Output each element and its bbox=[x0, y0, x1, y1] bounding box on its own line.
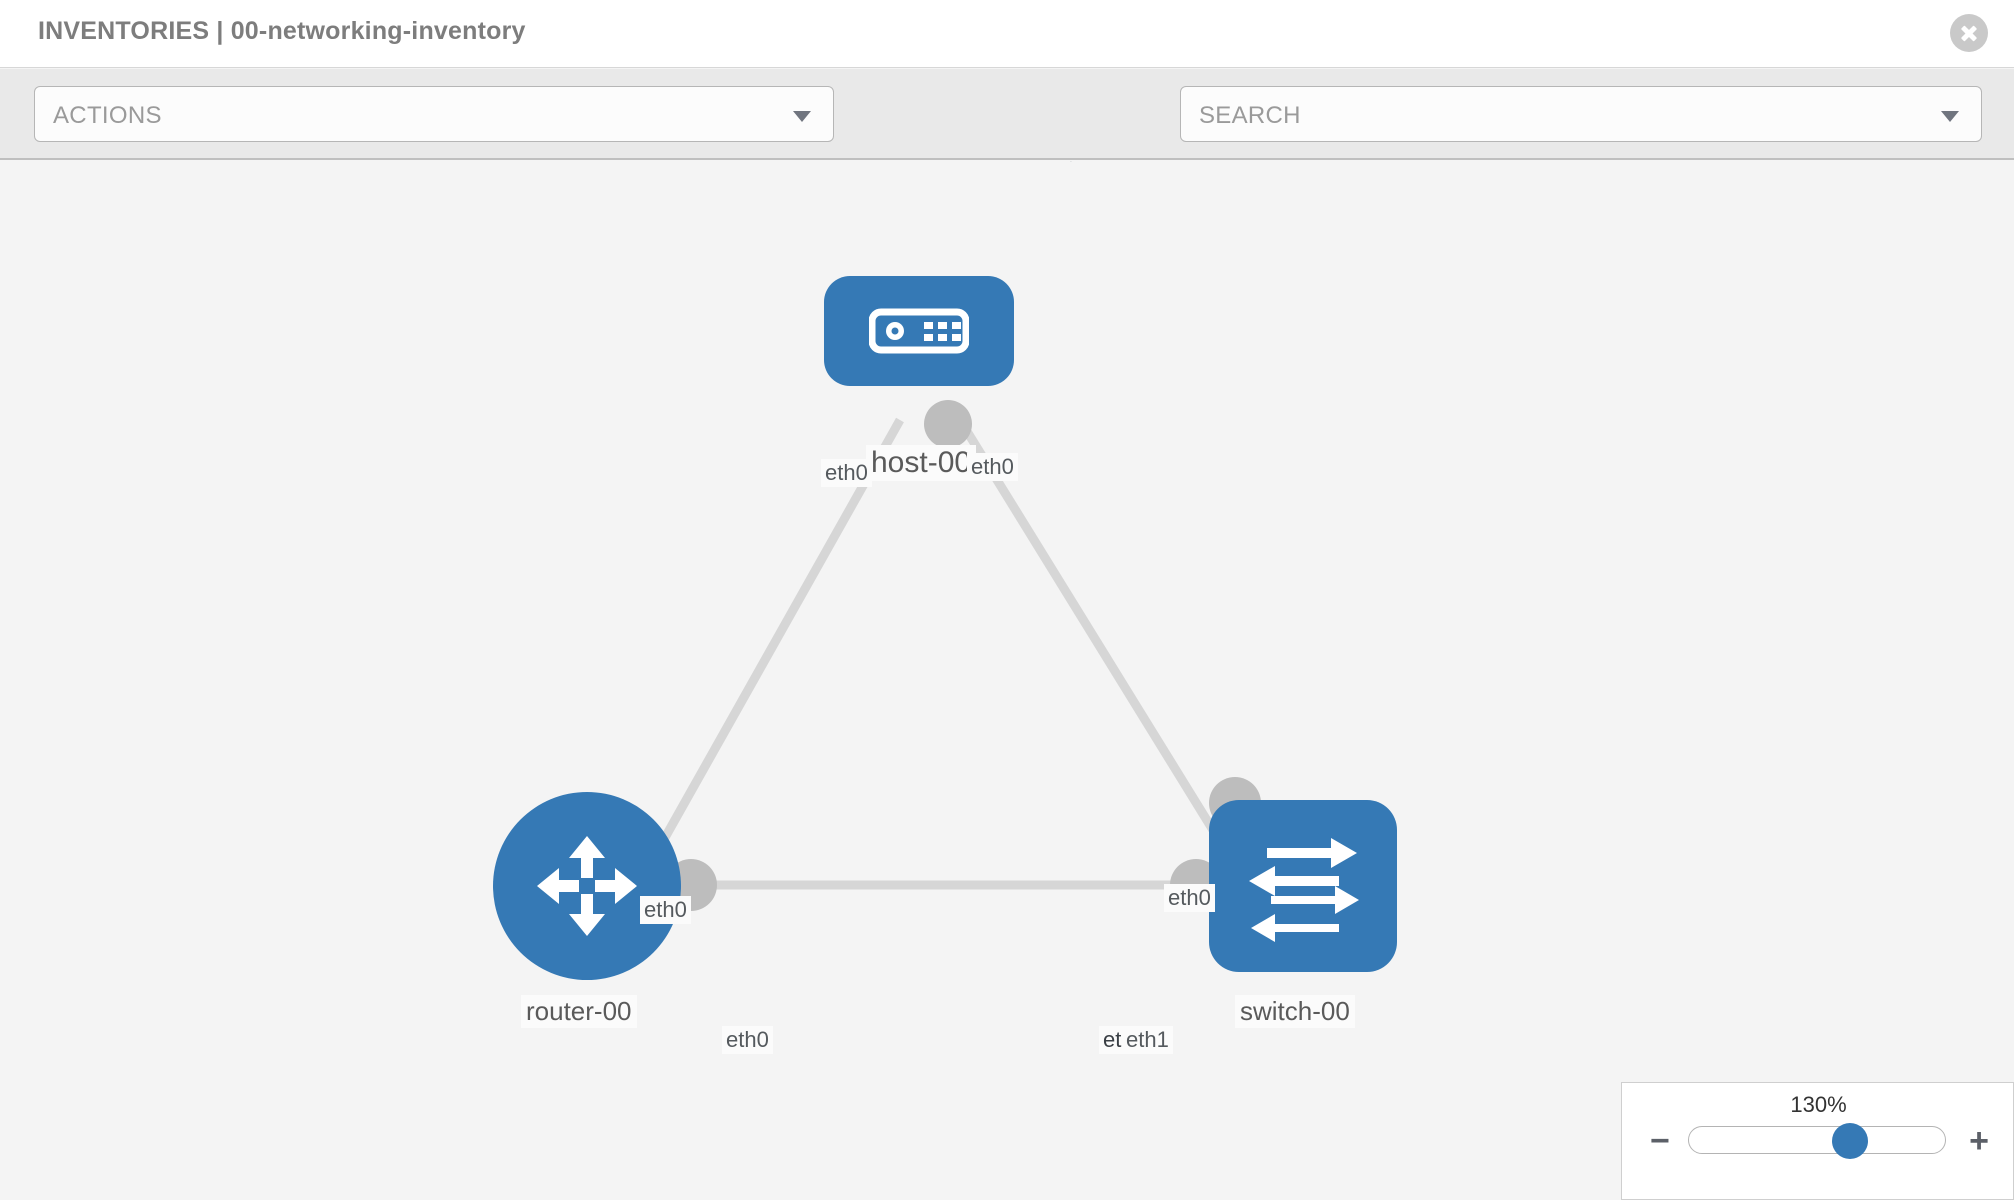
zoom-slider-track[interactable] bbox=[1688, 1123, 1946, 1159]
node-router-00[interactable] bbox=[493, 792, 681, 980]
edge-label-switch-left-front: eth1 bbox=[1122, 1026, 1173, 1054]
topology-links bbox=[636, 417, 1249, 890]
close-icon[interactable] bbox=[1950, 14, 1988, 52]
node-router-00-shape[interactable] bbox=[493, 792, 681, 980]
zoom-slider-thumb[interactable] bbox=[1832, 1123, 1868, 1159]
server-icon bbox=[869, 308, 969, 354]
zoom-percent-label: 130% bbox=[1790, 1092, 1847, 1117]
page-header: INVENTORIES | 00-networking-inventory bbox=[0, 0, 2014, 68]
node-host-00-shape[interactable] bbox=[824, 276, 1014, 386]
actions-dropdown[interactable]: ACTIONS bbox=[34, 86, 834, 142]
node-switch-00-shape[interactable] bbox=[1209, 800, 1397, 972]
actions-dropdown-label: ACTIONS bbox=[53, 102, 162, 129]
node-host-00-label: host-00 bbox=[866, 445, 977, 481]
link-host-router bbox=[636, 417, 904, 885]
edge-label-router-up: eth0 bbox=[640, 896, 691, 924]
router-arrows-icon bbox=[537, 836, 637, 936]
node-host-00[interactable] bbox=[824, 276, 1014, 466]
node-switch-00-label: switch-00 bbox=[1235, 995, 1355, 1028]
search-input[interactable]: SEARCH bbox=[1180, 86, 1982, 142]
node-switch-00[interactable] bbox=[1209, 800, 1397, 972]
zoom-out-button[interactable]: − bbox=[1650, 1122, 1670, 1160]
topology-canvas[interactable]: host-00 eth0 eth0 router-00 eth0 eth0 bbox=[0, 162, 2014, 1200]
toolbar: ACTIONS SEARCH bbox=[0, 69, 2014, 200]
edge-label-host-right: eth0 bbox=[967, 453, 1018, 481]
connector-host-right bbox=[924, 400, 972, 448]
zoom-in-button[interactable]: + bbox=[1969, 1122, 1989, 1160]
page-title: INVENTORIES | 00-networking-inventory bbox=[38, 17, 526, 45]
edge-label-switch-up: eth0 bbox=[1164, 884, 1215, 912]
search-placeholder: SEARCH bbox=[1199, 102, 1301, 129]
edge-label-router-right: eth0 bbox=[722, 1026, 773, 1054]
node-router-00-label: router-00 bbox=[521, 995, 637, 1028]
switch-arrows-icon bbox=[1249, 838, 1359, 942]
chevron-down-icon[interactable] bbox=[1941, 111, 1959, 122]
chevron-down-icon bbox=[793, 111, 811, 122]
zoom-control[interactable]: 130% − + bbox=[1621, 1082, 2014, 1200]
link-host-switch bbox=[956, 417, 1249, 885]
edge-label-host-left: eth0 bbox=[821, 459, 872, 487]
